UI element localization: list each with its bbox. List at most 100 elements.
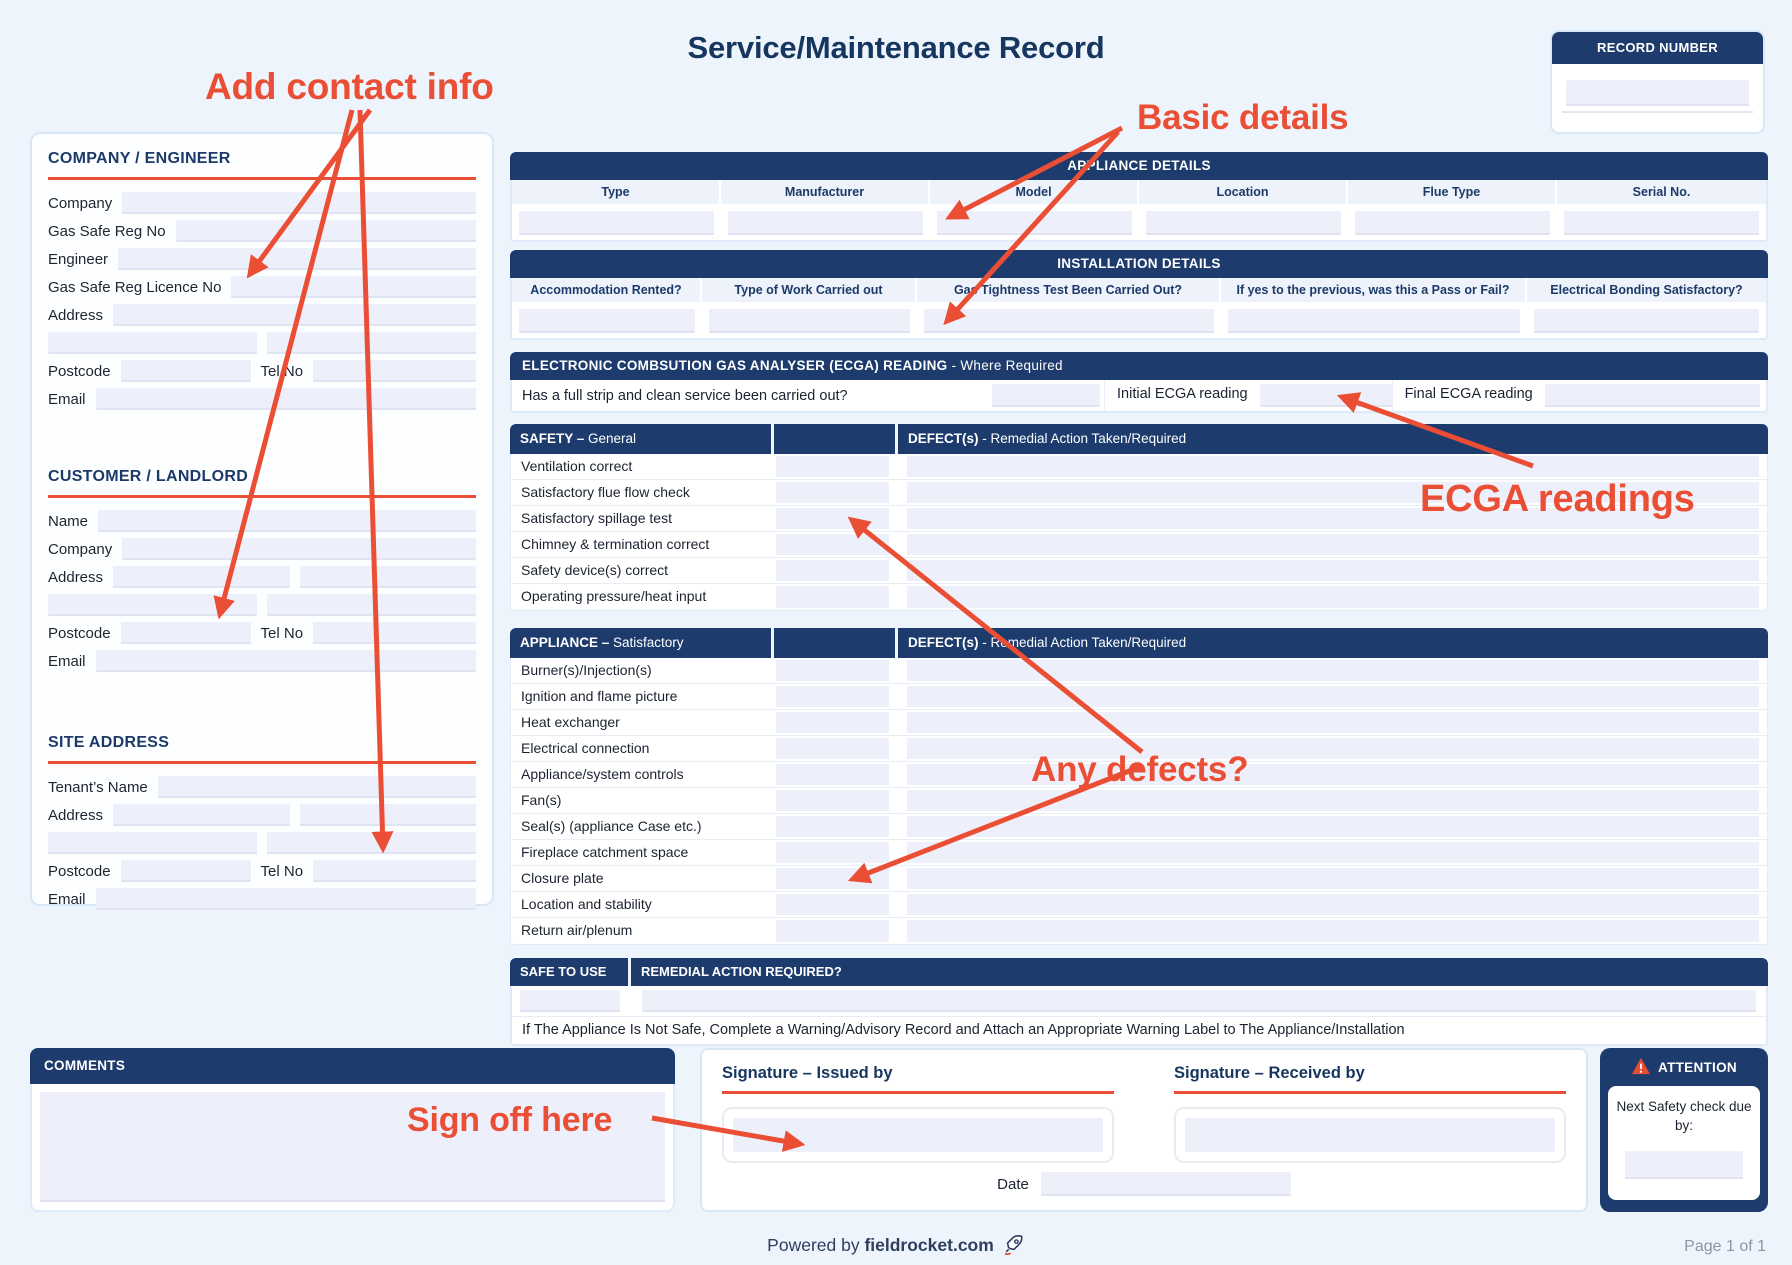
attention-box: ATTENTION Next Safety check due by: xyxy=(1600,1048,1768,1212)
type-input[interactable] xyxy=(519,211,714,235)
appliance-check-input[interactable] xyxy=(776,686,889,707)
safety-check-input[interactable] xyxy=(776,534,889,555)
appliance-check-header xyxy=(774,628,895,658)
field-label: Name xyxy=(48,512,89,530)
appliance-check-input[interactable] xyxy=(776,764,889,785)
safety-defect-input[interactable] xyxy=(907,560,1759,581)
customer-address-line2-input[interactable] xyxy=(299,566,476,588)
appliance-check-input[interactable] xyxy=(776,920,889,942)
safety-check-input[interactable] xyxy=(776,560,889,581)
table-row: Heat exchanger xyxy=(511,710,1767,736)
signature-issued-by-input[interactable] xyxy=(733,1118,1103,1152)
customer-tel-no-input[interactable] xyxy=(313,622,476,644)
signature-received-by-box[interactable] xyxy=(1174,1107,1566,1163)
safety-defect-input[interactable] xyxy=(907,586,1759,608)
appliance-check-input[interactable] xyxy=(776,842,889,863)
strip-clean-service-input[interactable] xyxy=(992,384,1100,407)
site-address-line1-input[interactable] xyxy=(113,804,290,826)
appliance-defect-input[interactable] xyxy=(907,686,1759,707)
appliance-check-input[interactable] xyxy=(776,738,889,759)
postcode-input[interactable] xyxy=(120,360,251,382)
initial-ecga-label: Initial ECGA reading xyxy=(1104,380,1260,411)
gas-safe-reg-no-input[interactable] xyxy=(175,220,476,242)
customer-address-line3-input[interactable] xyxy=(48,594,257,616)
customer-company-input[interactable] xyxy=(122,538,476,560)
address-line2-input[interactable] xyxy=(48,332,257,354)
gas-safe-reg-licence-no-input[interactable] xyxy=(231,276,476,298)
safety-check-input[interactable] xyxy=(776,508,889,529)
email-input[interactable] xyxy=(95,388,476,410)
tenants-name-input[interactable] xyxy=(157,776,476,798)
field-label: Company xyxy=(48,194,113,212)
engineer-input[interactable] xyxy=(118,248,476,270)
brand-link[interactable]: fieldrocket.com xyxy=(864,1235,994,1255)
serial-no-input[interactable] xyxy=(1564,211,1759,235)
safe-to-use-input[interactable] xyxy=(520,990,620,1012)
remedial-action-input[interactable] xyxy=(642,990,1756,1012)
signature-issued-by-box[interactable] xyxy=(722,1107,1114,1163)
work-type-input[interactable] xyxy=(709,309,910,333)
site-postcode-input[interactable] xyxy=(120,860,251,882)
appliance-defect-input[interactable] xyxy=(907,842,1759,863)
address-line3-input[interactable] xyxy=(267,332,476,354)
appliance-defect-input[interactable] xyxy=(907,816,1759,837)
comments-textarea[interactable] xyxy=(40,1092,665,1202)
appliance-defect-input[interactable] xyxy=(907,712,1759,733)
column-header: If yes to the previous, was this a Pass … xyxy=(1221,278,1527,302)
appliance-check-input[interactable] xyxy=(776,712,889,733)
safety-defect-input[interactable] xyxy=(907,456,1759,477)
table-row: Return air/plenum xyxy=(511,918,1767,944)
appliance-details-table: APPLIANCE DETAILS Type Manufacturer Mode… xyxy=(510,152,1768,242)
next-safety-check-input[interactable] xyxy=(1625,1151,1743,1179)
model-input[interactable] xyxy=(937,211,1132,235)
address-line1-input[interactable] xyxy=(113,304,476,326)
safety-check-input[interactable] xyxy=(776,456,889,477)
safety-check-input[interactable] xyxy=(776,482,889,503)
customer-name-input[interactable] xyxy=(98,510,476,532)
appliance-defect-input[interactable] xyxy=(907,790,1759,811)
record-number-input[interactable] xyxy=(1566,80,1749,106)
appliance-defect-input[interactable] xyxy=(907,660,1759,681)
customer-address-line1-input[interactable] xyxy=(113,566,290,588)
safety-defect-input[interactable] xyxy=(907,534,1759,555)
flue-type-input[interactable] xyxy=(1355,211,1550,235)
appliance-check-input[interactable] xyxy=(776,894,889,915)
manufacturer-input[interactable] xyxy=(728,211,923,235)
location-input[interactable] xyxy=(1146,211,1341,235)
field-label: Tel No xyxy=(260,624,304,642)
appliance-check-input[interactable] xyxy=(776,868,889,889)
table-row: Safety device(s) correct xyxy=(511,558,1767,584)
safety-check-input[interactable] xyxy=(776,586,889,608)
field-label: Postcode xyxy=(48,624,111,642)
column-header: Location xyxy=(1139,180,1348,204)
initial-ecga-input[interactable] xyxy=(1259,384,1392,407)
date-label: Date xyxy=(997,1175,1029,1193)
tel-no-input[interactable] xyxy=(313,360,476,382)
customer-address-line4-input[interactable] xyxy=(267,594,476,616)
pass-fail-input[interactable] xyxy=(1228,309,1520,333)
next-safety-check-label: Next Safety check due by: xyxy=(1616,1099,1752,1133)
company-input[interactable] xyxy=(122,192,476,214)
appliance-defect-input[interactable] xyxy=(907,868,1759,889)
signature-received-by-input[interactable] xyxy=(1185,1118,1555,1152)
appliance-defect-input[interactable] xyxy=(907,894,1759,915)
date-input[interactable] xyxy=(1040,1172,1291,1196)
appliance-check-input[interactable] xyxy=(776,790,889,811)
site-tel-no-input[interactable] xyxy=(313,860,476,882)
final-ecga-input[interactable] xyxy=(1544,384,1760,407)
warning-triangle-icon xyxy=(1631,1057,1651,1078)
site-address-line2-input[interactable] xyxy=(299,804,476,826)
appliance-defect-input[interactable] xyxy=(907,920,1759,942)
site-address-line3-input[interactable] xyxy=(48,832,257,854)
safety-defect-input[interactable] xyxy=(907,482,1759,503)
customer-email-input[interactable] xyxy=(95,650,476,672)
site-address-line4-input[interactable] xyxy=(267,832,476,854)
bonding-satisfactory-input[interactable] xyxy=(1534,309,1759,333)
site-email-input[interactable] xyxy=(95,888,476,910)
field-label: Tel No xyxy=(260,862,304,880)
appliance-check-input[interactable] xyxy=(776,816,889,837)
appliance-check-input[interactable] xyxy=(776,660,889,681)
accommodation-rented-input[interactable] xyxy=(519,309,695,333)
customer-postcode-input[interactable] xyxy=(120,622,251,644)
tightness-test-input[interactable] xyxy=(924,309,1214,333)
